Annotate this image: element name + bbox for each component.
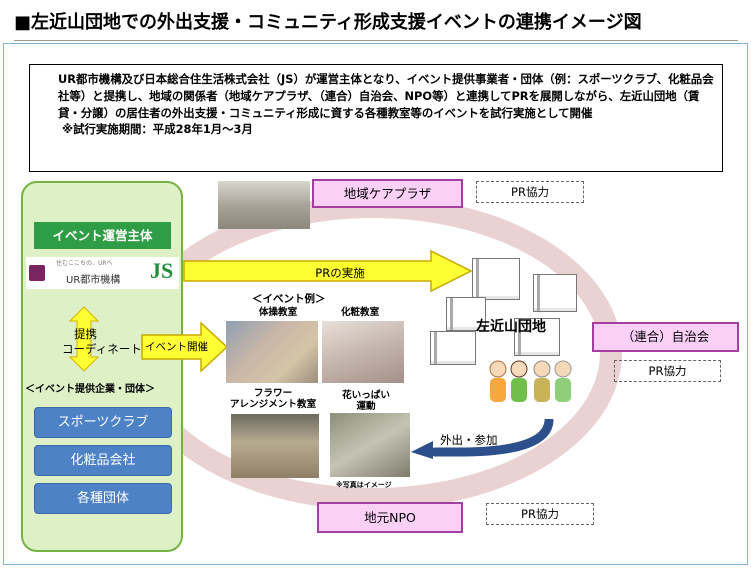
event-arrow-label: イベント開催: [145, 341, 208, 353]
event-hana-label: 花いっぱい 運動: [328, 390, 404, 412]
event-kesho-photo: [322, 321, 404, 383]
partner-care-plaza: 地域ケアプラザ: [312, 179, 463, 208]
coordination-line1: 提携: [74, 327, 97, 341]
pr-arrow-icon: [183, 249, 473, 293]
js-logo: JS: [150, 258, 174, 283]
event-hana-photo: [330, 413, 410, 477]
event-taiso-label: 体操教室: [258, 307, 298, 318]
event-kesho-label: 化粧教室: [340, 307, 380, 318]
pr-arrow-label: PRの実施: [315, 266, 365, 280]
trial-period: ※試行実施期間：平成28年1月～3月: [62, 122, 253, 137]
residents-icon: [489, 360, 572, 402]
event-hana-line1: 花いっぱい: [342, 390, 390, 401]
description-box: UR都市機構及び日本総合住生活株式会社（JS）が運営主体となり、イベント提供事業…: [29, 64, 723, 172]
org-various-groups: 各種団体: [34, 483, 172, 514]
organizer-label: イベント運営主体: [34, 222, 171, 249]
event-arrow-icon: [141, 322, 229, 372]
event-taiso-photo: [226, 321, 318, 383]
coordination-label: 提携 コーディネート: [62, 327, 162, 357]
partner-npo: 地元NPO: [317, 502, 463, 533]
event-hana-line2: 運動: [356, 401, 376, 412]
building-icon: [430, 331, 476, 365]
partner-jichikai: （連合）自治会: [592, 322, 739, 352]
org-sports-club: スポーツクラブ: [34, 407, 172, 438]
event-flower-photo: [231, 414, 319, 478]
diagram-frame: [3, 43, 748, 565]
pr-label-npo: PR協力: [486, 503, 594, 525]
outing-label: 外出・参加: [440, 433, 498, 447]
companies-title: ＜イベント提供企業・団体＞: [25, 384, 155, 395]
building-icon: [472, 258, 520, 300]
event-flower-line1: フラワー: [253, 388, 293, 399]
event-flower-line2: アレンジメント教室: [229, 399, 317, 410]
building-icon: [446, 297, 486, 331]
outing-arrow-icon: [411, 419, 554, 459]
building-icon: [514, 318, 560, 356]
event-examples-title: ＜イベント例＞: [252, 293, 326, 305]
ur-logo-icon: [29, 265, 45, 281]
description-text: UR都市機構及び日本総合住生活株式会社（JS）が運営主体となり、イベント提供事業…: [58, 72, 714, 120]
event-flower-label: フラワー アレンジメント教室: [223, 388, 323, 410]
page-title: ■左近山団地での外出支援・コミュニティ形成支援イベントの連携イメージ図: [14, 12, 642, 33]
coordination-line2: コーディネート: [62, 342, 142, 356]
title-divider: [14, 40, 738, 41]
ur-logo-text: UR都市機構: [66, 275, 121, 286]
logo-strip: [26, 257, 179, 289]
ur-slogan: 住むここちの、URへ: [56, 260, 113, 267]
org-cosmetics-company: 化粧品会社: [34, 445, 172, 476]
building-icon: [533, 274, 577, 312]
coordination-arrow-icon: [69, 306, 99, 372]
pr-label-care-plaza: PR協力: [476, 181, 584, 203]
pr-label-jichikai: PR協力: [614, 360, 721, 382]
danchi-name: 左近山団地: [476, 319, 546, 335]
photo-note: ※写真はイメージ: [336, 481, 392, 489]
care-plaza-photo: [218, 181, 310, 229]
